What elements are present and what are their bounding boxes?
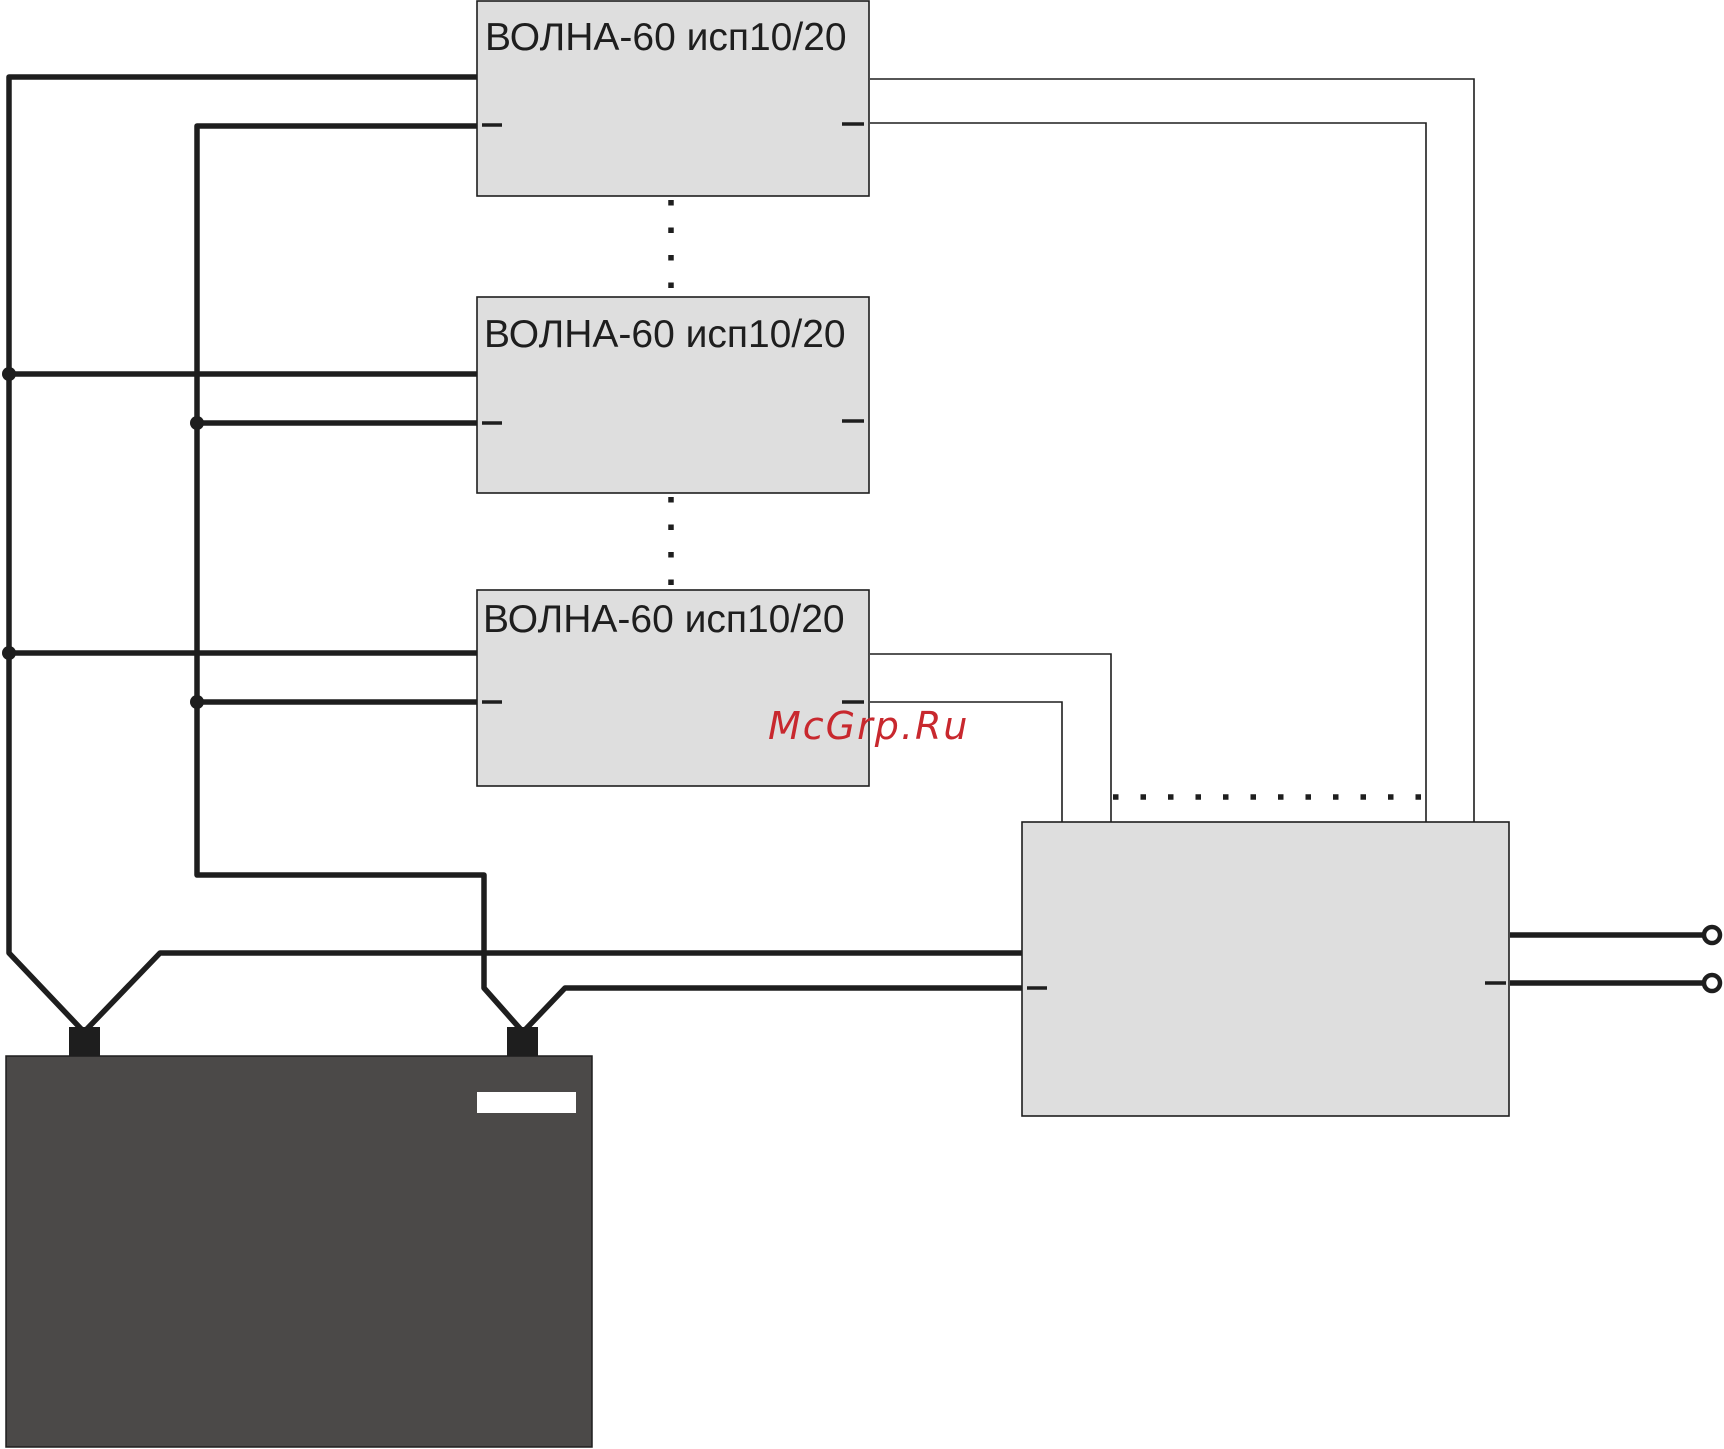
watermark: McGrp.Ru — [768, 704, 969, 748]
junction-node — [190, 695, 204, 709]
module-3: ВОЛНА-60 исп10/20 — [477, 590, 869, 786]
minus-bus-wire — [197, 126, 1022, 1032]
module-1: ВОЛНА-60 исп10/20 — [477, 1, 869, 196]
output-terminals — [1704, 927, 1720, 991]
junction-node — [2, 646, 16, 660]
output-unit — [1022, 822, 1509, 1116]
output-terminal-plus — [1704, 927, 1720, 943]
output-unit-box — [1022, 822, 1509, 1116]
module-2: ВОЛНА-60 исп10/20 — [477, 297, 869, 493]
battery-label-plate — [477, 1092, 576, 1113]
junction-node — [2, 367, 16, 381]
junction-node — [190, 416, 204, 430]
module-2-title: ВОЛНА-60 исп10/20 — [484, 313, 846, 356]
module-1-title: ВОЛНА-60 исп10/20 — [485, 16, 847, 59]
battery-body — [6, 1056, 592, 1447]
plus-bus-wire — [9, 77, 1022, 1032]
junction-nodes — [2, 367, 204, 709]
battery — [6, 1027, 592, 1447]
module-3-title: ВОЛНА-60 исп10/20 — [483, 598, 845, 641]
output-terminal-minus — [1704, 975, 1720, 991]
battery-terminal-minus — [507, 1027, 538, 1056]
battery-terminal-plus — [69, 1027, 100, 1056]
